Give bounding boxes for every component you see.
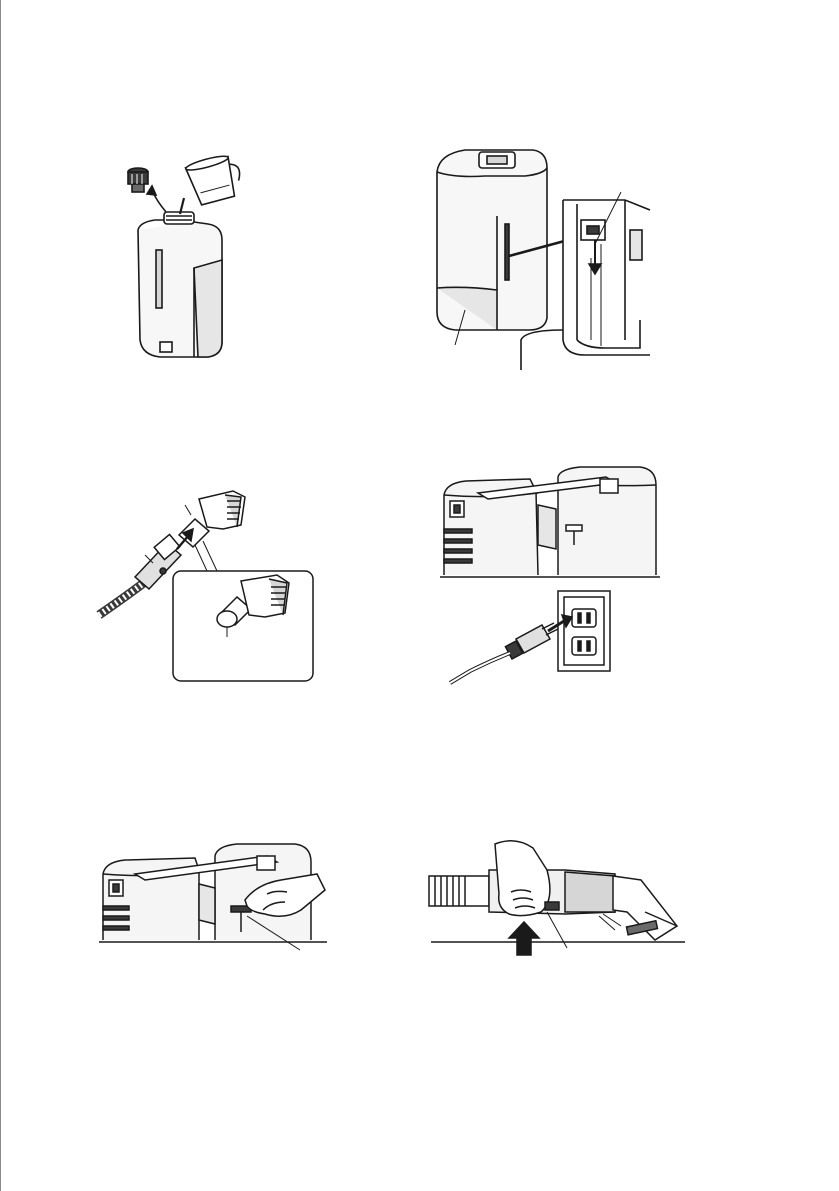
lift-latch-figure bbox=[95, 840, 330, 955]
plug-in-figure bbox=[430, 465, 660, 690]
insert-tank-figure bbox=[425, 140, 650, 370]
tank-fill-illustration bbox=[100, 150, 260, 370]
brush-attach-illustration bbox=[95, 485, 325, 685]
page-edge-line bbox=[0, 0, 1, 1191]
attach-brush-figure bbox=[95, 485, 325, 685]
power-plug-illustration bbox=[430, 465, 660, 690]
latch-lift-illustration bbox=[95, 840, 330, 955]
tank-insert-illustration bbox=[425, 140, 650, 370]
fill-tank-figure bbox=[100, 150, 260, 370]
trigger-press-illustration bbox=[415, 830, 690, 955]
press-trigger-figure bbox=[415, 830, 690, 955]
